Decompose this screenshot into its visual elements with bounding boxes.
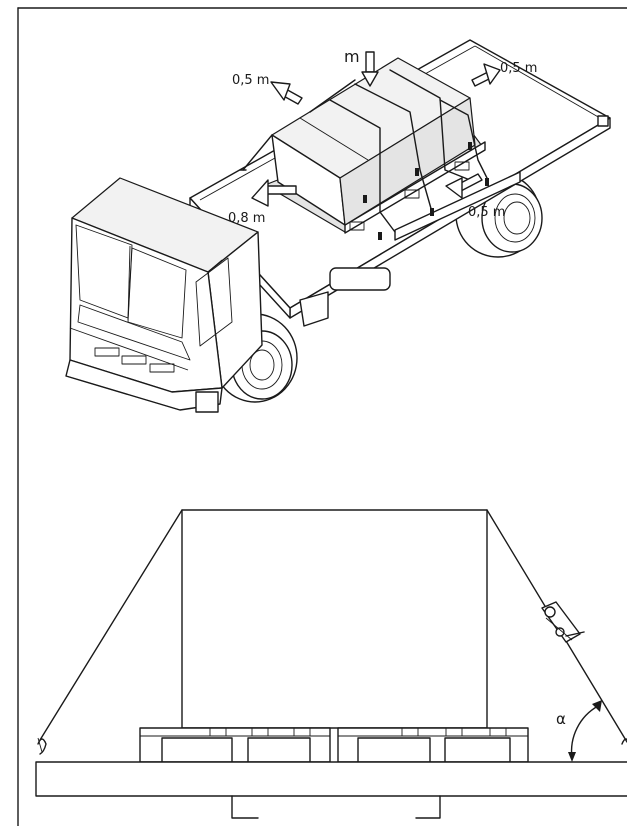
end-view-frame-rails — [231, 795, 441, 819]
end-view-cargo — [181, 509, 488, 729]
cargo-box — [271, 57, 476, 226]
front-force-label: 0,8 m — [228, 211, 265, 226]
truck-illustration: m 0,5 m 0,5 m 0,8 m 0,5 m — [65, 39, 611, 413]
arrow-rear-right — [471, 63, 501, 87]
lashing-straps — [239, 69, 489, 240]
arrow-front — [251, 179, 297, 207]
force-labels: m 0,5 m 0,5 m 0,8 m 0,5 m — [228, 47, 537, 226]
end-view-hooks — [37, 738, 627, 755]
side-force-label: 0,5 m — [468, 205, 505, 220]
rear-right-force-label: 0,5 m — [500, 61, 537, 76]
end-view-illustration: α — [35, 509, 627, 819]
frame-border — [17, 7, 627, 827]
rear-left-force-label: 0,5 m — [232, 73, 269, 88]
angle-label: α — [556, 710, 566, 728]
mass-label: m — [344, 47, 360, 66]
force-arrows — [251, 51, 501, 207]
end-view-deck — [35, 761, 627, 797]
truck-cab — [65, 177, 263, 413]
arrow-mass-down — [361, 51, 379, 87]
chassis — [299, 171, 521, 327]
angle-indicator: α — [556, 700, 602, 762]
arrow-side — [445, 173, 483, 199]
arrow-rear-left — [270, 81, 303, 105]
ratchet-tensioner — [541, 601, 585, 643]
end-view-pallets — [139, 727, 529, 763]
